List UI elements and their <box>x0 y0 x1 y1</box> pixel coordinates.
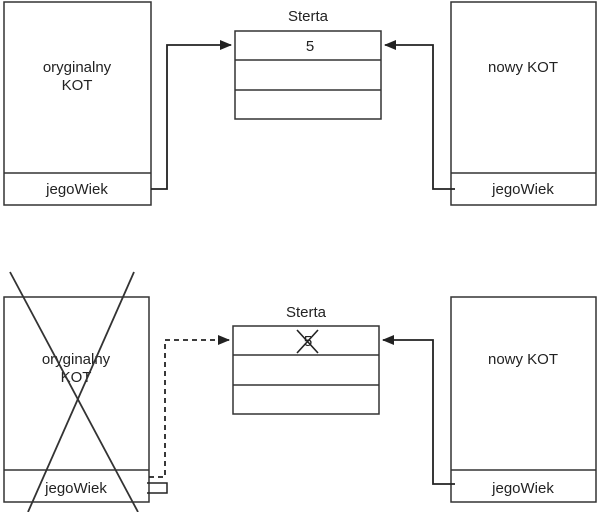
deleted-kot-field-label: jegoWiek <box>44 480 107 497</box>
new-kot-object: nowy KOT jegoWiek <box>450 1 597 206</box>
heap-block: 5 <box>234 30 382 120</box>
new-kot-field-label: jegoWiek <box>491 181 554 198</box>
new-pointer-arrow-bottom <box>382 335 455 485</box>
deleted-kot-title-line1: oryginalny <box>42 351 111 368</box>
value-cross-mark <box>296 329 319 354</box>
dangling-pointer-return <box>147 482 168 494</box>
heap-value: 5 <box>306 38 314 55</box>
delete-cross-line-1 <box>9 271 139 512</box>
original-kot-title-line2: KOT <box>62 77 93 94</box>
heap-block-bottom: 5 <box>232 325 380 415</box>
new-kot-title-bottom: nowy KOT <box>488 351 558 368</box>
new-kot-field-label-bottom: jegoWiek <box>491 480 554 497</box>
original-kot-field-label: jegoWiek <box>45 181 108 198</box>
new-kot-title: nowy KOT <box>488 59 558 76</box>
delete-cross-line-2 <box>27 271 135 512</box>
deleted-original-kot-object: oryginalny KOT jegoWiek <box>3 271 150 512</box>
bottom-panel: oryginalny KOT jegoWiek Sterta 5 nowy KO… <box>3 271 597 512</box>
heap-label-bottom: Sterta <box>286 304 327 321</box>
new-kot-object-bottom: nowy KOT jegoWiek <box>450 296 597 503</box>
original-pointer-arrow <box>151 40 232 190</box>
dangling-pointer-arrow <box>149 335 230 478</box>
original-kot-object: oryginalny KOT jegoWiek <box>3 1 152 206</box>
new-pointer-arrow <box>384 40 455 190</box>
top-panel: oryginalny KOT jegoWiek Sterta 5 nowy KO… <box>3 1 597 206</box>
heap-label: Sterta <box>288 8 329 25</box>
original-kot-title-line1: oryginalny <box>43 59 112 76</box>
